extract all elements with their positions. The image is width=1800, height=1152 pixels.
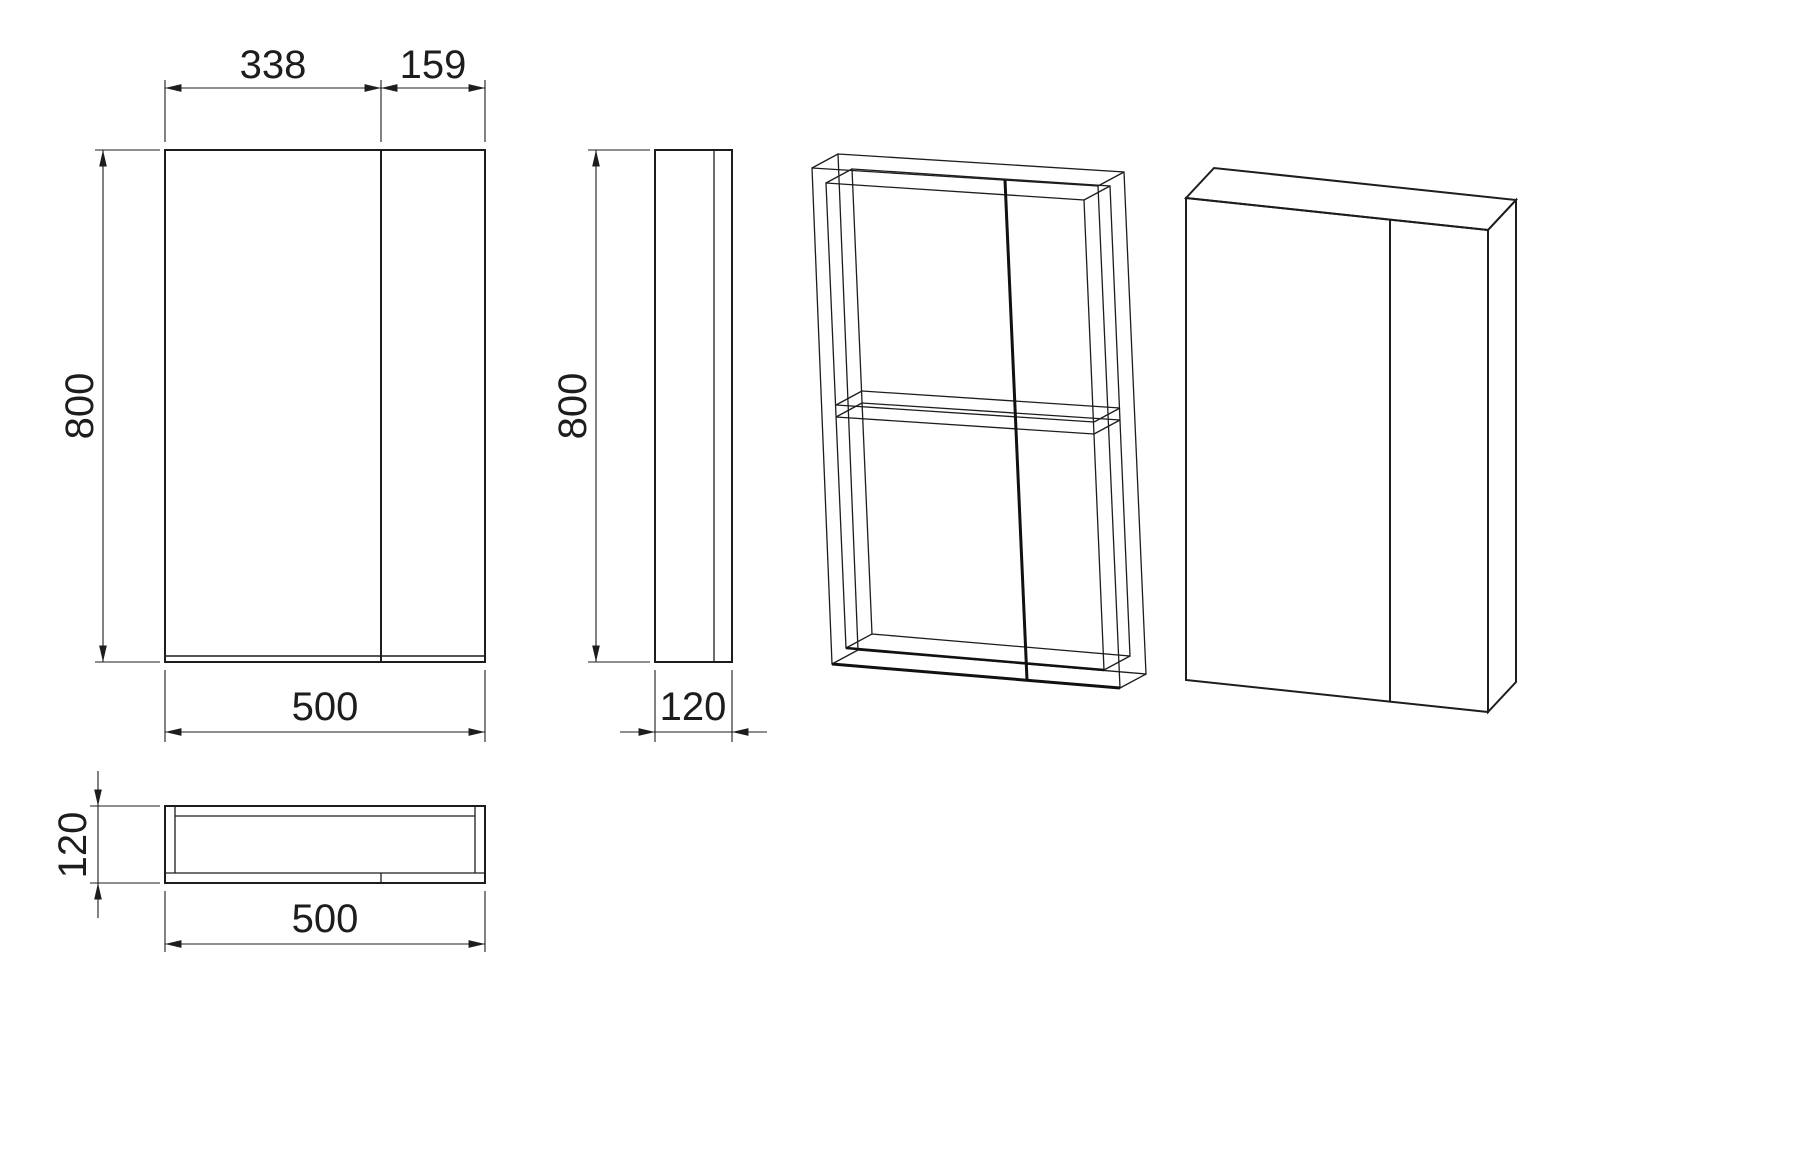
side-view-dimensions: 800 120: [551, 149, 767, 742]
solid-front-face: [1185, 196, 1489, 714]
shelf-side-edge: [1093, 407, 1121, 423]
wireframe-edge: [1083, 185, 1111, 201]
wireframe-edge: [825, 168, 853, 184]
side-view-outline: [654, 149, 733, 663]
dim-label-front-left-door-width: 338: [240, 43, 307, 87]
dim-label-front-height: 800: [58, 373, 102, 440]
shelf-side-edge: [835, 390, 863, 406]
wireframe-bottom-inner-edge: [845, 646, 1105, 672]
wireframe-edge: [845, 633, 873, 649]
dim-label-side-depth: 120: [660, 685, 727, 729]
top-view-outline: [164, 805, 486, 884]
shelf-back-top-edge: [861, 390, 1121, 409]
front-view: [164, 149, 486, 663]
side-view: [654, 149, 733, 663]
wireframe-door-divider: [1003, 179, 1029, 681]
wireframe-edge: [1103, 655, 1131, 671]
wireframe-edge: [811, 153, 839, 169]
solid-view: [1183, 166, 1519, 715]
wireframe-edge: [1119, 673, 1147, 689]
wireframe-view: [811, 153, 1147, 690]
shelf-side-edge: [1093, 419, 1121, 435]
dim-label-front-right-door-width: 159: [400, 43, 467, 87]
wireframe-bottom-front-edge: [831, 662, 1121, 690]
dim-label-top-depth: 120: [51, 812, 95, 879]
wireframe-outer-front-face: [811, 167, 1121, 689]
front-view-outline: [164, 149, 486, 663]
dim-label-front-width: 500: [292, 685, 359, 729]
dim-label-top-width: 500: [292, 897, 359, 941]
shelf-back-bottom-edge: [861, 402, 1121, 421]
solid-top-face: [1183, 166, 1519, 232]
shelf-front-top-edge: [835, 404, 1095, 423]
wireframe-inner-back-face: [851, 168, 1131, 657]
front-view-dimensions: 338 159 800 500: [58, 43, 486, 742]
solid-right-face: [1487, 197, 1517, 715]
wireframe-edge: [1097, 171, 1125, 187]
top-view: [164, 805, 486, 884]
wireframe-edge: [831, 649, 859, 665]
top-view-dimensions: 120 500: [51, 771, 486, 952]
shelf-front-bottom-edge: [835, 416, 1095, 435]
dim-label-side-height: 800: [551, 373, 595, 440]
wireframe-inner-front-face: [825, 182, 1105, 671]
shelf-side-edge: [835, 402, 863, 418]
